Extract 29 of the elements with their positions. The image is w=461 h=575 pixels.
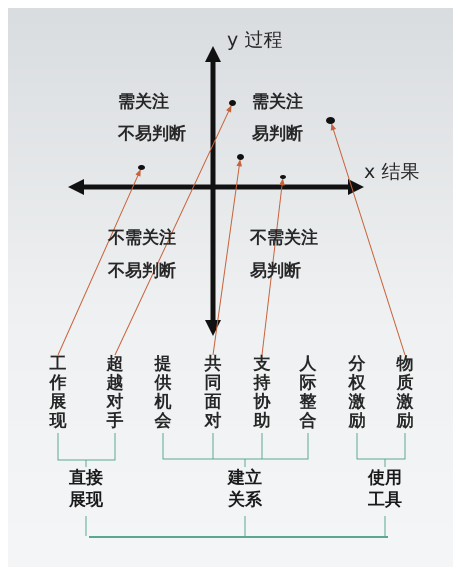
item-label: 工作展现 [48,355,68,433]
item-label: 人际整合 [298,355,318,433]
leader-line [262,178,285,356]
bracket-line [384,516,386,536]
bracket-line [384,432,406,468]
bracket-line [86,432,116,468]
bracket-line [244,516,246,536]
axis-label: y 过程 [227,30,282,50]
quadrant-label: 需关注 [118,92,169,112]
quadrant-label: 需关注 [252,92,303,112]
item-label: 物质激励 [395,355,415,433]
item-label: 分权激励 [347,355,367,433]
data-point [138,165,145,170]
quadrant-label: 不易判断 [118,124,186,144]
leader-line [212,159,242,356]
leader-line [330,123,406,356]
item-label: 超越对手 [105,355,125,433]
data-point [280,175,286,179]
axis-label: x 结果 [364,162,420,182]
item-label: 提供机会 [153,355,173,433]
item-label: 支持协助 [252,355,272,433]
leader-line [58,169,141,356]
bracket-line [244,432,308,468]
quadrant-label: 易判断 [252,124,303,144]
group-label: 建立关系 [225,467,265,513]
group-label: 使用工具 [365,467,405,513]
group-label: 直接展现 [66,467,106,513]
item-label: 共同面对 [203,355,223,433]
leader-line [114,105,232,356]
